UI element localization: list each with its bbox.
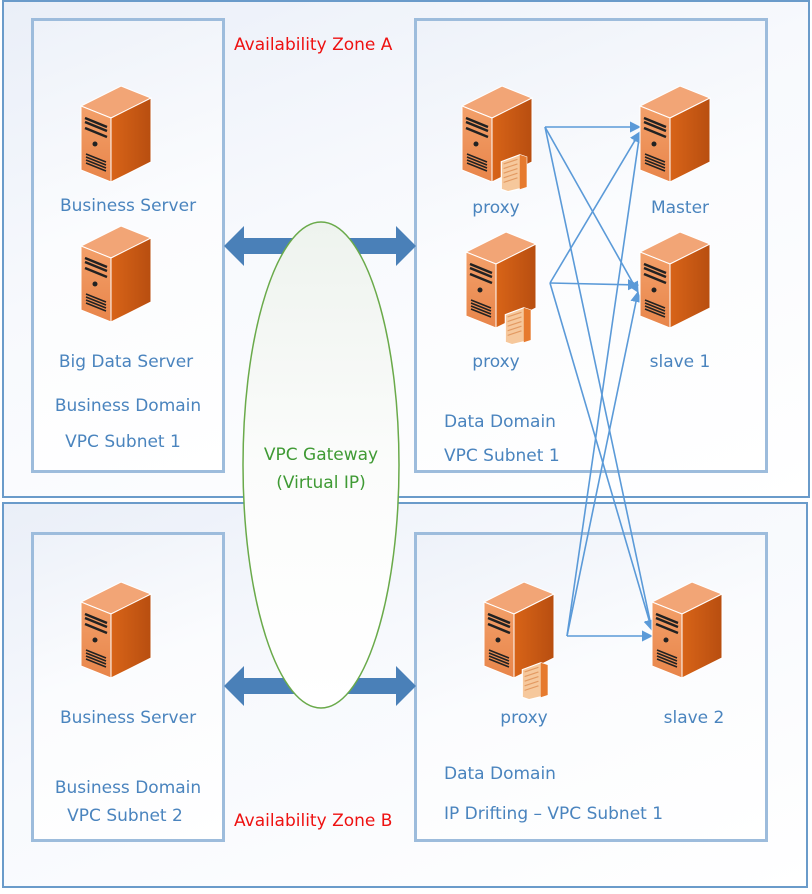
firewall-icon <box>520 660 550 700</box>
gateway-label-line1: VPC Gateway <box>263 445 379 465</box>
proxy-label: proxy <box>500 708 548 728</box>
zone-b-title: Availability Zone B <box>234 811 393 831</box>
proxy-label: proxy <box>472 198 520 218</box>
vpc-subnet-1-label: VPC Subnet 1 <box>444 446 560 466</box>
connector-proxy2-to-master <box>549 131 641 284</box>
slave-2-server-icon <box>648 578 726 680</box>
data-domain-ip-drifting <box>414 532 768 842</box>
business-server-label: Business Server <box>59 196 197 216</box>
connector-proxy1-to-slave2 <box>544 126 656 632</box>
master-label: Master <box>650 198 710 218</box>
data-domain-label: Data Domain <box>444 764 556 784</box>
zone-a-title: Availability Zone A <box>234 35 393 55</box>
business-domain-subnet-2 <box>31 532 225 842</box>
slave-1-label: slave 1 <box>649 352 711 372</box>
vpc-subnet-1-label: VPC Subnet 1 <box>65 432 181 452</box>
master-server-icon <box>636 82 714 184</box>
business-server-icon <box>77 82 155 184</box>
firewall-icon <box>503 305 533 345</box>
ip-drifting-subnet-label: IP Drifting – VPC Subnet 1 <box>444 804 664 824</box>
business-server-icon <box>77 578 155 680</box>
vpc-subnet-2-label: VPC Subnet 2 <box>67 806 183 826</box>
connector-proxy2-to-slave2 <box>549 282 655 632</box>
business-domain-label: Business Domain <box>54 396 202 416</box>
business-server-label: Business Server <box>59 708 197 728</box>
gateway-label-line2: (Virtual IP) <box>276 473 366 493</box>
connector-proxy3-to-master <box>566 130 645 637</box>
big-data-server-label: Big Data Server <box>58 352 194 372</box>
business-domain-label: Business Domain <box>54 778 202 798</box>
big-data-server-icon <box>77 222 155 324</box>
data-domain-label: Data Domain <box>444 412 556 432</box>
slave-1-server-icon <box>636 228 714 330</box>
slave-2-label: slave 2 <box>663 708 725 728</box>
connector-proxy1-to-slave1 <box>544 126 639 293</box>
connector-proxy3-to-slave1 <box>566 290 642 637</box>
vpc-gateway-ellipse <box>242 221 400 709</box>
connector-proxy2-to-slave1 <box>549 279 640 291</box>
firewall-icon <box>499 152 529 192</box>
proxy-label: proxy <box>472 352 520 372</box>
